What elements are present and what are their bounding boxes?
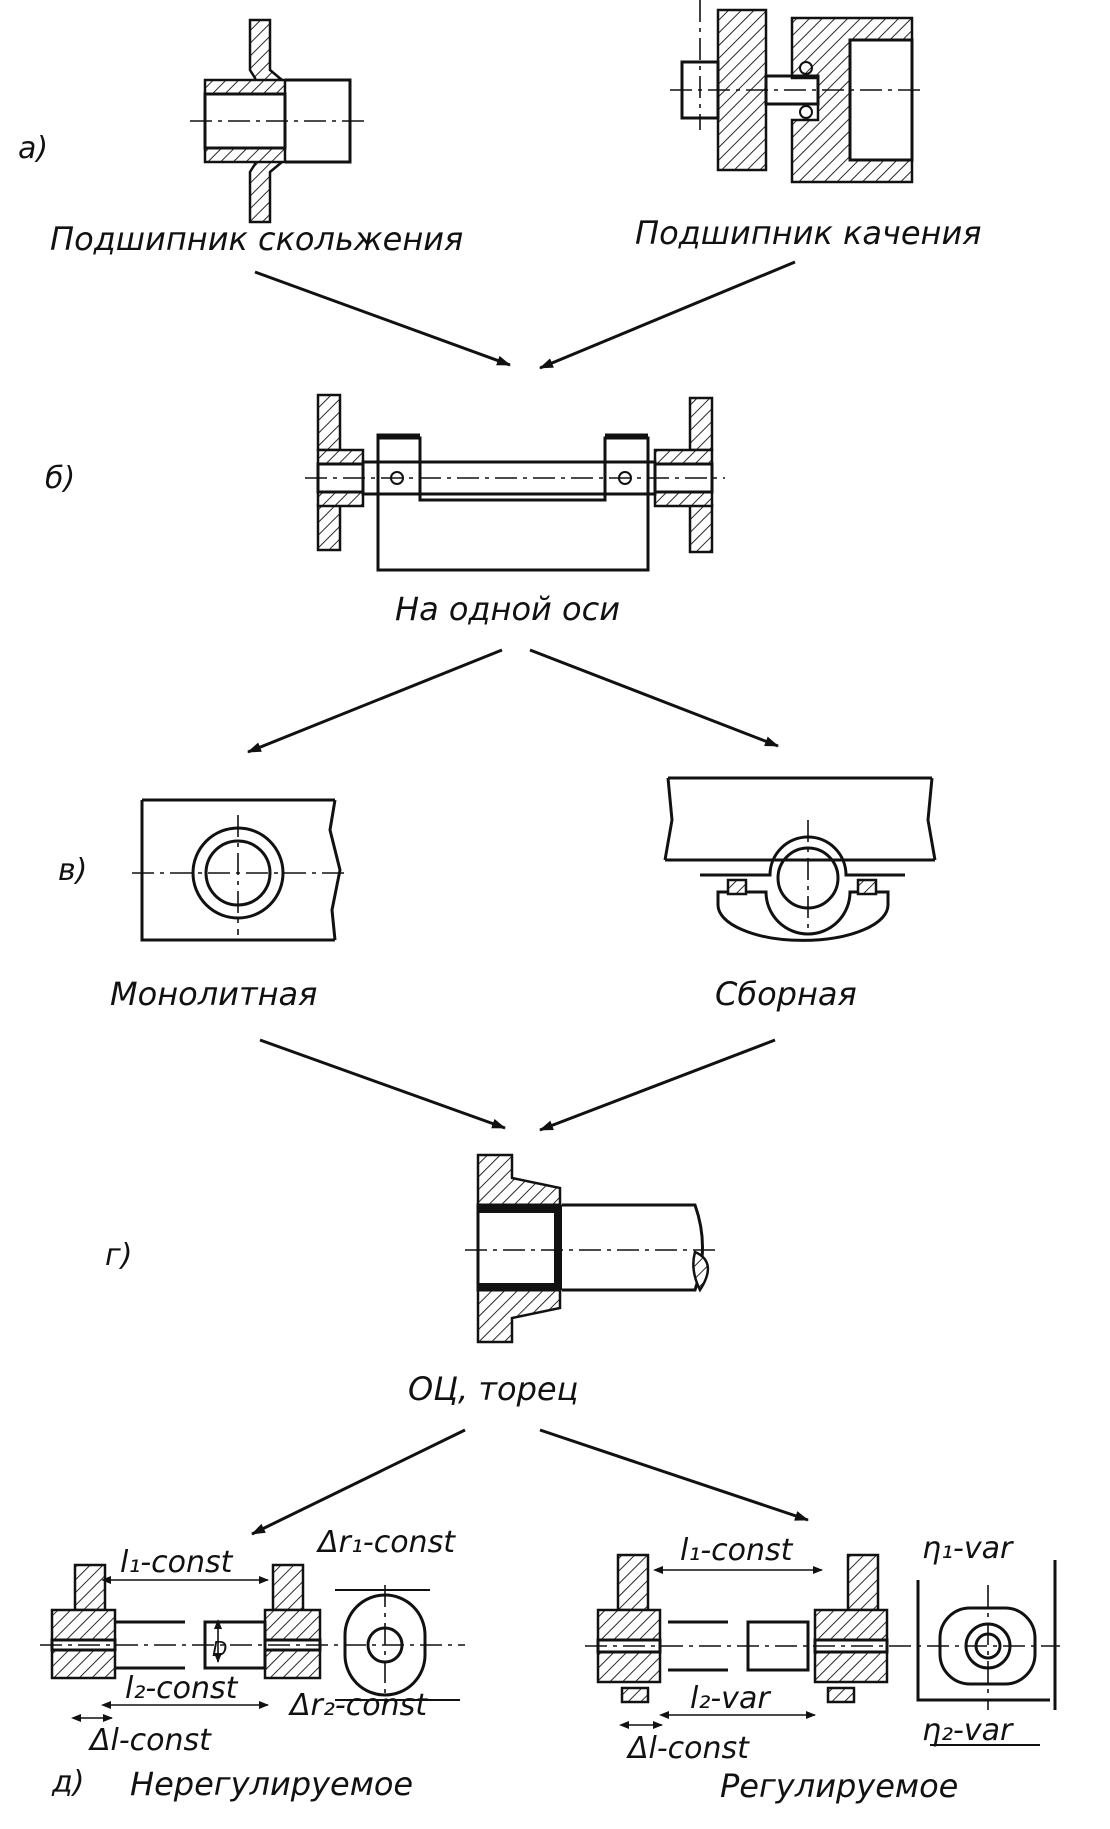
marker-v: в)	[58, 853, 87, 888]
on-one-axis-drawing	[305, 393, 725, 572]
dim-left-l1: l₁-const	[120, 1545, 234, 1580]
caption-rolling-bearing: Подшипник качения	[635, 214, 981, 252]
dim-left-dr1: Δr₁-const	[316, 1525, 456, 1560]
arrow-b-left	[247, 648, 503, 754]
arrow-v-right	[539, 1038, 776, 1132]
marker-b: б)	[45, 461, 75, 496]
dim-left-dl: Δl-const	[88, 1723, 212, 1758]
caption-split: Сборная	[715, 975, 857, 1013]
dim-right-r2: η₂-var	[922, 1713, 1014, 1748]
plain-bearing-drawing	[190, 18, 365, 224]
dim-left-dr2: Δr₂-const	[288, 1688, 428, 1723]
caption-centring-face: ОЦ, торец	[408, 1370, 578, 1408]
marker-a: а)	[18, 131, 48, 166]
dim-right-l1: l₁-const	[680, 1533, 794, 1568]
arrow-g-right	[539, 1428, 809, 1522]
arrow-a-right	[539, 260, 796, 370]
caption-plain-bearing: Подшипник скольжения	[50, 220, 463, 258]
dim-right-r1: η₁-var	[922, 1531, 1014, 1566]
caption-on-one-axis: На одной оси	[395, 590, 620, 628]
arrow-v-left	[259, 1038, 506, 1130]
caption-adjustable: Регулируемое	[720, 1767, 958, 1805]
dim-left-D: D	[212, 1637, 227, 1661]
centring-face-drawing	[465, 1153, 720, 1344]
marker-g: г)	[105, 1238, 132, 1273]
adjustable-drawing	[585, 1553, 1060, 1746]
arrow-a-left	[254, 270, 511, 367]
arrow-g-left	[251, 1428, 466, 1536]
marker-d: д)	[51, 1765, 84, 1800]
monolithic-housing-drawing	[132, 798, 345, 942]
rolling-bearing-drawing	[670, 0, 920, 184]
caption-monolithic: Монолитная	[110, 975, 317, 1013]
split-housing-drawing	[663, 776, 937, 942]
arrow-b-right	[529, 648, 779, 748]
dim-right-l2: l₂-var	[690, 1681, 771, 1716]
dim-left-l2: l₂-const	[125, 1671, 239, 1706]
caption-non-adjustable: Нерегулируемое	[130, 1765, 413, 1803]
non-adjustable-drawing	[40, 1563, 465, 1722]
dim-right-dl: Δl-const	[626, 1731, 750, 1766]
